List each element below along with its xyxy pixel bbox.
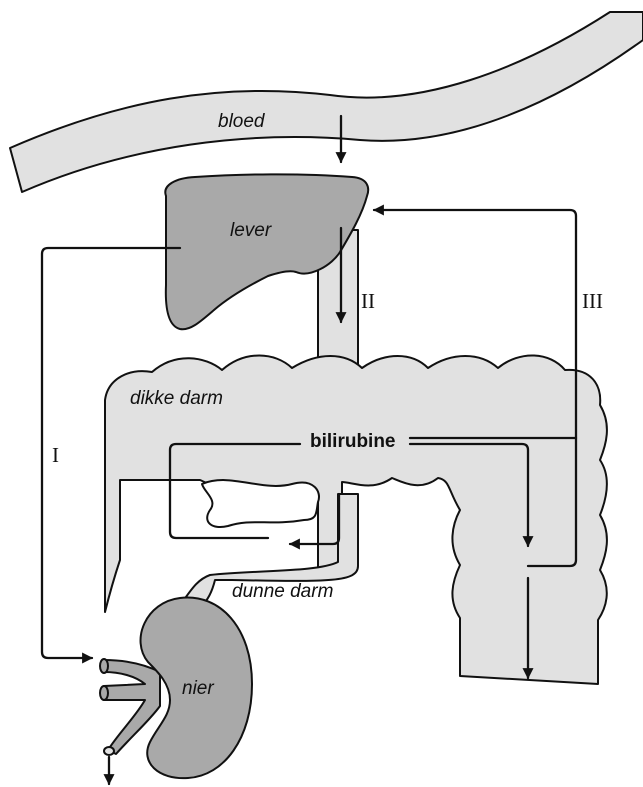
colon-label: dikke darm	[130, 388, 223, 409]
bilirubin-label: bilirubine	[310, 431, 396, 452]
intestine-loop	[202, 480, 319, 527]
renal-vessel-end-mid	[100, 686, 108, 700]
blood-vessel	[10, 12, 643, 192]
kidney-label: nier	[182, 678, 214, 699]
blood-label: bloed	[218, 111, 266, 132]
route-1-label: I	[52, 443, 59, 467]
small-intestine-label: dunne darm	[232, 581, 333, 602]
liver-label: lever	[230, 220, 272, 241]
renal-vessel-end-top	[100, 659, 108, 673]
route-2-label: II	[361, 289, 375, 313]
route-3-label: III	[582, 289, 603, 313]
ureter-end	[104, 747, 114, 755]
